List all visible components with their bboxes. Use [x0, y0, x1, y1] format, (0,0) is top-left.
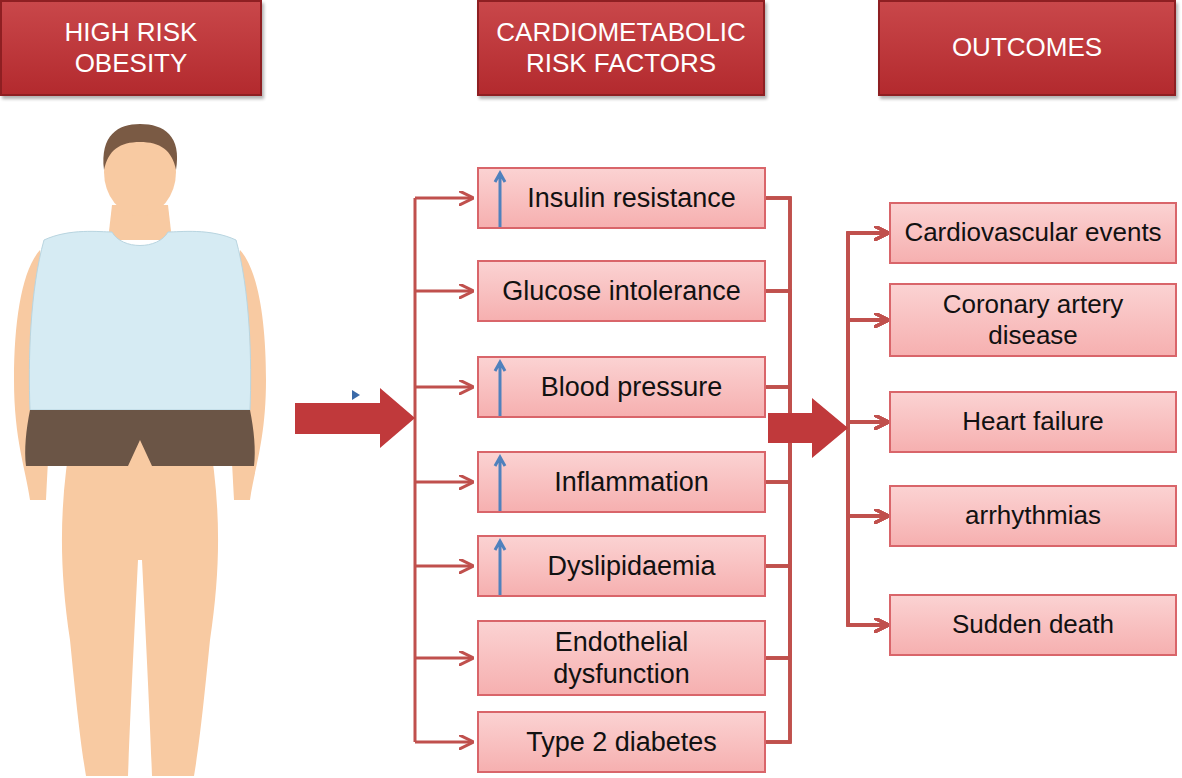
hair: [103, 124, 177, 170]
column-header: HIGH RISK OBESITY: [0, 0, 262, 96]
text-group: Insulin resistance: [527, 182, 736, 214]
increase-arrow: [493, 453, 507, 513]
factor-box: Heart failure: [889, 391, 1177, 453]
node-label: arrhythmias: [965, 500, 1101, 531]
factor-box: Blood pressure: [477, 356, 766, 418]
text-group: arrhythmias: [965, 500, 1101, 531]
tank-top: [29, 231, 250, 410]
connector: [766, 320, 887, 658]
connector: [766, 233, 887, 428]
text-group: Blood pressure: [541, 371, 723, 403]
text-group: Cardiovascular events: [904, 217, 1161, 248]
factor-box: Inflammation: [477, 451, 766, 513]
connector: [766, 428, 887, 742]
node-label: Blood pressure: [541, 371, 723, 403]
text-group: Inflammation: [554, 466, 709, 498]
factor-box: Sudden death: [889, 594, 1177, 656]
connector: [766, 233, 887, 658]
text-group: Heart failure: [962, 406, 1104, 437]
branch-fan: [415, 198, 472, 742]
connector: [766, 428, 887, 625]
increase-arrow: [493, 537, 507, 597]
text-group: Dyslipidaemia: [547, 550, 715, 582]
column-header: CARDIOMETABOLIC RISK FACTORS: [477, 0, 765, 96]
connector: [766, 291, 887, 428]
factor-box: Glucose intolerance: [477, 260, 766, 322]
connector: [766, 428, 887, 625]
factor-box: Dyslipidaemia: [477, 535, 766, 597]
shorts: [25, 410, 255, 466]
node-label: Heart failure: [962, 406, 1104, 437]
node-label: Dyslipidaemia: [547, 550, 715, 582]
node-label: Coronary artery disease: [901, 289, 1165, 351]
connector: [766, 320, 887, 742]
connector: [766, 198, 887, 625]
connector: [766, 291, 887, 625]
connector: [766, 233, 887, 428]
increase-arrow: [493, 358, 507, 418]
text-group: Glucose intolerance: [502, 275, 741, 307]
factor-box: arrhythmias: [889, 485, 1177, 547]
legs: [62, 430, 218, 776]
factor-box: Cardiovascular events: [889, 202, 1177, 264]
node-label: HIGH RISK OBESITY: [12, 17, 250, 79]
node-label: OUTCOMES: [952, 32, 1102, 63]
node-label: Sudden death: [952, 609, 1114, 640]
increase-arrow: [493, 169, 507, 229]
column-header: OUTCOMES: [878, 0, 1176, 96]
node-label: Inflammation: [554, 466, 709, 498]
text-group: Sudden death: [952, 609, 1114, 640]
text-group: HIGH RISK OBESITY: [12, 17, 250, 79]
text-group: CARDIOMETABOLIC RISK FACTORS: [489, 17, 753, 79]
node-label: Type 2 diabetes: [526, 726, 717, 758]
connector: [766, 422, 887, 658]
connector: [766, 422, 887, 742]
connector: [766, 198, 887, 516]
connector: [766, 387, 887, 516]
connector: [766, 428, 887, 742]
factor-box: Endothelial dysfunction: [477, 620, 766, 697]
connector: [766, 320, 887, 482]
small-mark: [352, 390, 360, 400]
connector: [766, 233, 887, 482]
block-arrow: [295, 388, 415, 448]
node-label: Insulin resistance: [527, 182, 736, 214]
factor-box: Insulin resistance: [477, 167, 766, 229]
text-group: Coronary artery disease: [901, 289, 1165, 351]
block-arrow: [768, 398, 848, 458]
connector: [766, 291, 887, 428]
factor-box: Type 2 diabetes: [477, 711, 766, 773]
text-group: Endothelial dysfunction: [489, 626, 754, 691]
obese-person: [14, 124, 266, 776]
node-label: Glucose intolerance: [502, 275, 741, 307]
connector: [766, 233, 887, 742]
node-label: Endothelial dysfunction: [489, 626, 754, 691]
connector: [766, 428, 887, 566]
text-group: OUTCOMES: [952, 32, 1102, 63]
node-label: Cardiovascular events: [904, 217, 1161, 248]
text-group: Type 2 diabetes: [526, 726, 717, 758]
factor-box: Coronary artery disease: [889, 283, 1177, 357]
node-label: CARDIOMETABOLIC RISK FACTORS: [489, 17, 753, 79]
connector: [766, 320, 887, 566]
